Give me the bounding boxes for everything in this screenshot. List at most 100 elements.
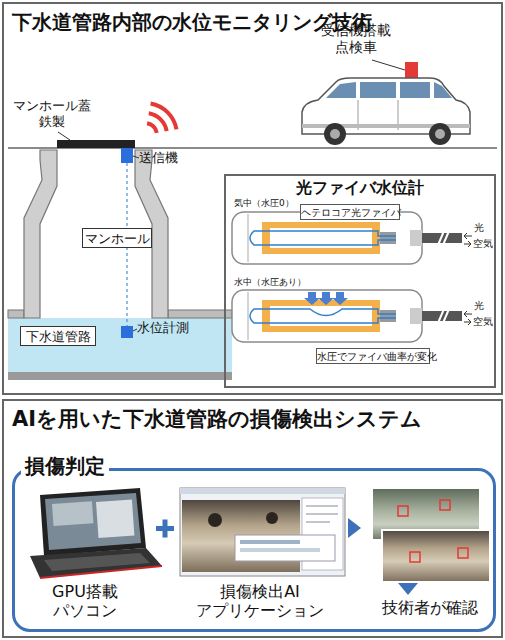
plus-sign	[156, 520, 174, 538]
flow-arrows-part	[464, 233, 472, 239]
signal-waves-part	[149, 113, 167, 131]
manhole-lid-part	[57, 140, 135, 148]
detection-photos	[372, 488, 490, 582]
node-text: 下水道管路	[21, 329, 95, 345]
part-label-box: マンホール	[82, 228, 152, 248]
flow-arrows-part	[464, 241, 471, 247]
part-label-box: 下水道管路	[20, 326, 96, 346]
gpu-laptop-part	[45, 493, 141, 550]
inspection-car-part	[360, 82, 396, 98]
inspection-car-part	[330, 129, 340, 139]
process-arrow	[348, 518, 361, 538]
node-text: 損傷判定	[21, 454, 109, 478]
process-arrow-part	[348, 518, 361, 538]
sensor-body-part	[262, 222, 380, 254]
inspection-car-part	[434, 82, 452, 98]
sensor-body-part	[410, 230, 422, 246]
ai-app-screenshot-part	[306, 522, 330, 523]
check-arrow	[398, 583, 418, 595]
inspection-car-part	[324, 123, 346, 145]
plus-sign-part	[163, 520, 168, 538]
check-arrow-part	[398, 583, 418, 595]
pressure-arrows	[304, 292, 348, 305]
sensor-body-part	[380, 232, 396, 244]
sewer-pipe-part	[8, 318, 232, 372]
node-text: 光ファイバ水位計	[226, 178, 494, 197]
sewer-pipe-part	[8, 310, 24, 318]
signal-waves-part	[147, 123, 157, 133]
pressure-arrows-part	[318, 292, 334, 305]
manhole-walls	[24, 150, 168, 318]
gpu-laptop-part	[40, 488, 146, 556]
node-text: 水圧でファイバ曲率が変化	[317, 351, 429, 363]
ai-app-screenshot-part	[306, 506, 338, 507]
gpu-laptop-part	[40, 566, 162, 578]
sensor-body-part	[248, 214, 249, 262]
callout-box: 水圧でファイバ曲率が変化	[316, 348, 430, 364]
manhole-lid	[57, 140, 135, 148]
inspection-car-part	[405, 62, 418, 78]
sensor-body-part	[443, 231, 449, 245]
water-level-sensor	[121, 326, 133, 338]
transmitter	[121, 148, 133, 163]
ai-app-screenshot-part	[240, 548, 320, 552]
flow-arrows-part	[464, 311, 472, 317]
water-level-sensor-part	[121, 326, 133, 338]
annotation-label: マンホール蓋 鉄製	[10, 98, 94, 129]
ai-app-screenshot-part	[235, 535, 335, 561]
gpu-laptop-part	[52, 501, 93, 526]
optical-fiber-part	[250, 309, 396, 323]
sewer-pipe-part	[168, 310, 232, 318]
detection-photos-part	[458, 548, 468, 558]
pressure-arrows-part	[304, 292, 320, 305]
sewer-pipe-part	[8, 372, 232, 380]
node-text: マンホール	[83, 231, 151, 247]
inspection-car-part	[429, 123, 451, 145]
gpu-laptop	[30, 488, 162, 578]
annotation-label: 送信機	[139, 150, 189, 166]
signal-waves	[147, 104, 176, 133]
annotation-label: 光	[474, 300, 488, 312]
gpu-laptop-part	[96, 499, 134, 537]
inspection-car-part	[400, 82, 430, 98]
inspection-car-part	[435, 129, 445, 139]
annotation-label: 空気	[473, 238, 495, 250]
annotation-label: 技術者が確認	[365, 598, 495, 617]
annotation-label: 水位計測	[137, 320, 197, 336]
node-text: 下水道管路内部の水位モニタリング技術	[12, 10, 492, 34]
node-text: ヘテロコア光ファイバ	[301, 207, 399, 219]
ai-app-screenshot-part	[208, 513, 222, 527]
detection-photos-part	[382, 530, 490, 582]
optical-fiber-part	[250, 231, 396, 245]
leader-lines-part	[133, 329, 137, 331]
transmitter-part	[121, 148, 133, 163]
ai-app-screenshot-part	[266, 512, 278, 524]
flow-arrows	[464, 233, 472, 325]
ai-app-screenshot-part	[306, 514, 338, 515]
sewer-pipe	[8, 310, 232, 380]
annotation-label: 損傷検出AI アプリケーション	[175, 582, 345, 620]
sensor-body	[232, 290, 462, 342]
annotation-label: 気中（水圧0）	[234, 198, 304, 209]
pressure-arrows-part	[332, 292, 348, 305]
leader-lines-part	[133, 156, 139, 158]
manhole-walls-part	[24, 150, 57, 318]
annotation-label: 受信機搭載 点検車	[316, 22, 396, 56]
inspection-car	[302, 62, 470, 145]
ai-app-screenshot-part	[180, 488, 345, 494]
detection-photos-part	[410, 552, 420, 562]
node-text: AIを用いた下水道管路の損傷検出システム	[12, 407, 497, 432]
annotation-label: GPU搭載 パソコン	[35, 582, 135, 620]
inspection-car-part	[326, 82, 356, 98]
flow-arrows-part	[464, 319, 471, 325]
gpu-laptop-part	[30, 548, 162, 578]
ai-app-screenshot	[180, 488, 345, 576]
signal-waves-part	[151, 104, 177, 130]
ai-app-screenshot-part	[180, 488, 345, 576]
detection-photos-part	[398, 506, 408, 516]
detection-photos-part	[440, 500, 450, 510]
callout-box: ヘテロコア光ファイバ	[300, 204, 400, 220]
